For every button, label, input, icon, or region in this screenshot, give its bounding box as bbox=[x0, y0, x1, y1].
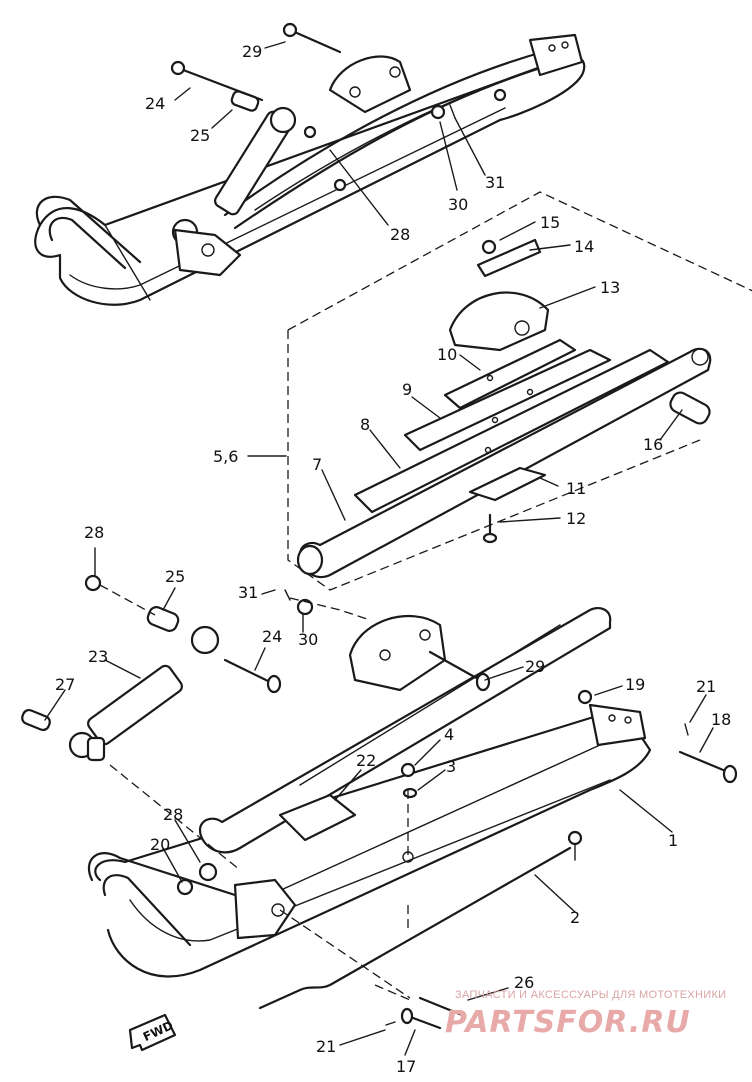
leaf-spring-exploded bbox=[296, 238, 712, 579]
part-label-13: 13 bbox=[600, 278, 620, 297]
part-label-18: 18 bbox=[711, 710, 731, 729]
part-number-labels: 29 24 25 28 30 31 15 14 13 10 9 8 7 5,6 … bbox=[55, 42, 731, 1076]
part-label-12: 12 bbox=[566, 509, 586, 528]
part-label-25-bottom: 25 bbox=[165, 567, 185, 586]
part-label-1: 1 bbox=[668, 831, 678, 850]
part-label-28-bottom: 28 bbox=[163, 805, 183, 824]
part-label-27: 27 bbox=[55, 675, 75, 694]
part-label-26: 26 bbox=[514, 973, 534, 992]
part-label-14: 14 bbox=[574, 237, 594, 256]
part-label-11: 11 bbox=[566, 479, 586, 498]
leader-lines bbox=[44, 41, 714, 1056]
part-label-8: 8 bbox=[360, 415, 370, 434]
part-label-21-right: 21 bbox=[696, 677, 716, 696]
part-label-2: 2 bbox=[570, 908, 580, 927]
watermark: ЗАПЧАСТИ И АКСЕССУАРЫ ДЛЯ МОТОТЕХНИКИ PA… bbox=[445, 989, 726, 1040]
part-label-22: 22 bbox=[356, 751, 376, 770]
part-label-3: 3 bbox=[446, 757, 456, 776]
part-label-10: 10 bbox=[437, 345, 457, 364]
part-label-15: 15 bbox=[540, 213, 560, 232]
part-label-23: 23 bbox=[88, 647, 108, 666]
part-label-28-mid: 28 bbox=[84, 523, 104, 542]
part-label-29-top: 29 bbox=[242, 42, 262, 61]
ski-exploded-bottom bbox=[21, 574, 738, 1030]
part-label-19: 19 bbox=[625, 675, 645, 694]
fwd-arrow-marker: FWD bbox=[128, 1013, 177, 1052]
part-label-7: 7 bbox=[312, 455, 322, 474]
part-label-24-bottom: 24 bbox=[262, 627, 282, 646]
watermark-tagline: ЗАПЧАСТИ И АКСЕССУАРЫ ДЛЯ МОТОТЕХНИКИ bbox=[455, 989, 726, 1001]
part-label-25-top: 25 bbox=[190, 126, 210, 145]
part-label-24-top: 24 bbox=[145, 94, 165, 113]
part-label-17: 17 bbox=[396, 1057, 416, 1076]
part-label-29-bottom: 29 bbox=[525, 657, 545, 676]
part-label-21-bottom: 21 bbox=[316, 1037, 336, 1056]
watermark-brand: PARTSFOR.RU bbox=[445, 1005, 691, 1040]
part-label-30-top: 30 bbox=[448, 195, 468, 214]
group-outline bbox=[287, 191, 752, 331]
part-label-4: 4 bbox=[444, 725, 454, 744]
part-label-20: 20 bbox=[150, 835, 170, 854]
part-label-31-bottom: 31 bbox=[238, 583, 258, 602]
part-label-16: 16 bbox=[643, 435, 663, 454]
part-label-9: 9 bbox=[402, 380, 412, 399]
part-label-28-top: 28 bbox=[390, 225, 410, 244]
assembled-ski-top bbox=[34, 22, 586, 306]
part-label-5-6: 5,6 bbox=[213, 447, 238, 466]
part-label-30-bottom: 30 bbox=[298, 630, 318, 649]
part-label-31-top: 31 bbox=[485, 173, 505, 192]
